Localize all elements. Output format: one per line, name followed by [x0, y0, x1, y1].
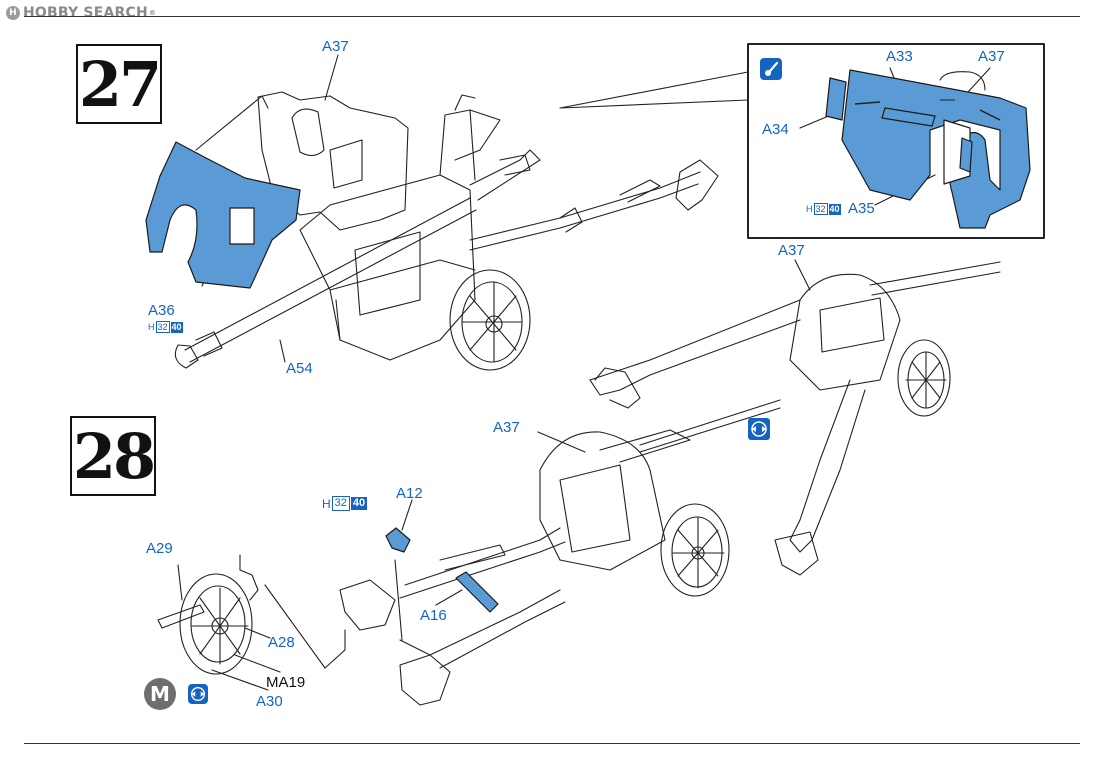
label-a36: A36 — [148, 302, 175, 319]
label-a30: A30 — [256, 693, 283, 710]
label-a37-top-right: A37 — [778, 242, 805, 259]
label-a34: A34 — [762, 121, 789, 138]
both-sides-glyph — [190, 686, 206, 702]
barrel-a54 — [184, 197, 477, 363]
part-a16 — [455, 571, 499, 613]
part-a35 — [959, 137, 973, 173]
carriage-body — [299, 174, 476, 361]
brush-glyph — [765, 61, 779, 76]
label-a12: A12 — [396, 485, 423, 502]
badge-h-letter: H — [148, 322, 155, 332]
label-a37-center: A37 — [493, 419, 520, 436]
badge-32: 32 — [155, 321, 170, 333]
detail-callout-line — [559, 71, 749, 109]
badge-40: 40 — [828, 203, 841, 215]
label-a33: A33 — [886, 48, 913, 65]
badge-h3240-a36: H 32 40 — [148, 321, 183, 333]
detail-box — [747, 43, 1045, 239]
badge-h3240-a12: H 32 40 — [322, 496, 368, 511]
label-a28: A28 — [268, 634, 295, 651]
both-sides-glyph — [751, 421, 767, 437]
badge-h-letter: H — [322, 496, 331, 511]
step-28-number: 28 — [70, 416, 156, 496]
label-a16: A16 — [420, 607, 447, 624]
badge-h3240-a35: H 32 40 — [806, 203, 841, 215]
brush-icon — [760, 58, 782, 80]
part-a36-shield — [145, 141, 301, 289]
badge-h-letter: H — [806, 204, 813, 214]
registered-mark: ® — [148, 9, 157, 17]
part-a34 — [825, 77, 847, 121]
hobby-search-logo-icon: H — [6, 6, 20, 20]
both-sides-arrows-icon — [748, 418, 770, 440]
part-a12 — [385, 527, 411, 553]
part-a33 — [881, 107, 936, 127]
label-a37-step27: A37 — [322, 38, 349, 55]
label-a29: A29 — [146, 540, 173, 557]
label-ma19: MA19 — [266, 674, 306, 691]
gun-wheel-right — [897, 339, 951, 417]
metal-part-badge: M — [144, 678, 176, 710]
badge-40: 40 — [170, 321, 183, 333]
wheel-assembly-a28 — [179, 573, 253, 675]
wheel-step27 — [449, 269, 531, 371]
watermark-text: HOBBY SEARCH — [23, 5, 148, 21]
badge-40: 40 — [350, 497, 368, 510]
trail-leg-step27 — [469, 171, 701, 241]
watermark-logo: H HOBBY SEARCH ® — [6, 4, 156, 22]
label-a37-detail: A37 — [978, 48, 1005, 65]
instruction-page-frame — [24, 16, 1080, 744]
label-a54: A54 — [286, 360, 313, 377]
step-27-number: 27 — [76, 44, 162, 124]
both-sides-arrows-icon-small — [188, 684, 208, 704]
badge-32: 32 — [331, 496, 350, 511]
badge-32: 32 — [813, 203, 828, 215]
label-a35: A35 — [848, 200, 875, 217]
gun-wheel-main — [660, 503, 730, 597]
